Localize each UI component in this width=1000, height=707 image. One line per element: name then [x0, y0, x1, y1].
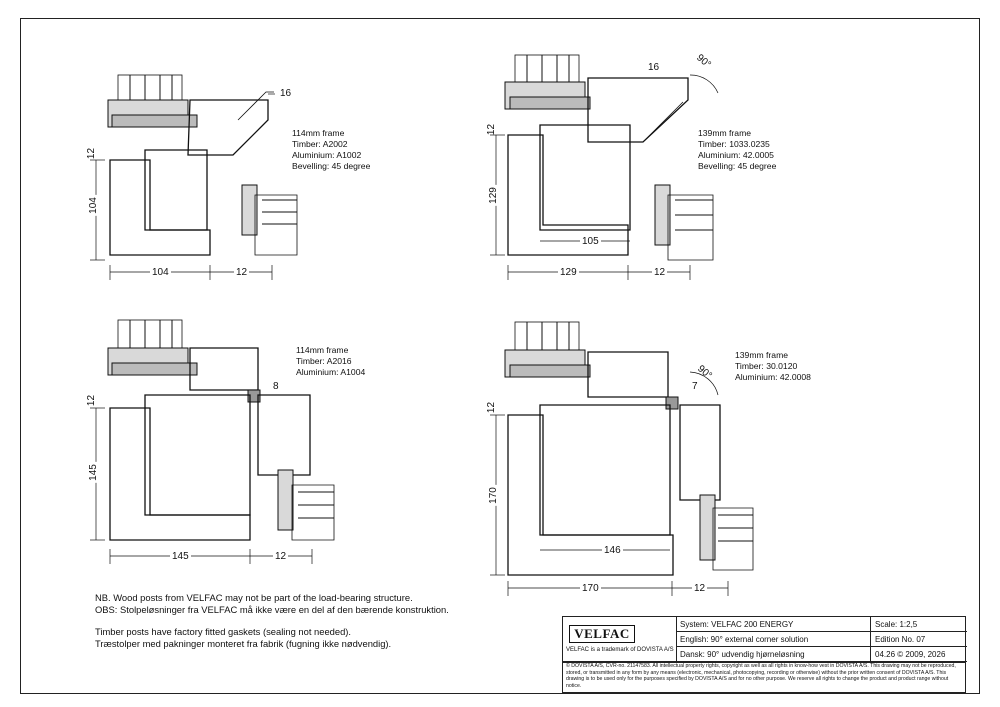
english-field: English: 90° external corner solution — [677, 632, 870, 647]
d4-frame: 139mm frame — [735, 350, 789, 360]
edition-field: Edition No. 07 — [870, 632, 967, 647]
d2-dim-horizontal-small: 12 — [652, 267, 668, 278]
d1-dim-horizontal-small: 12 — [234, 267, 250, 278]
d4-dim-gap: 7 — [692, 381, 698, 392]
legal-text: © DOVISTA A/S, CVR-no. 21147583. All int… — [566, 663, 956, 689]
note-load-bearing-en: NB. Wood posts from VELFAC may not be pa… — [95, 592, 413, 603]
title-block: VELFAC VELFAC is a trademark of DOVISTA … — [562, 616, 967, 693]
d1-dim-horizontal: 104 — [150, 267, 171, 278]
d3-dim-horizontal: 145 — [170, 551, 191, 562]
scale-field: Scale: 1:2,5 — [870, 617, 967, 632]
d4-dim-horizontal: 170 — [580, 583, 601, 594]
detail-139-square — [490, 321, 754, 596]
d2-dim-vertical-small: 12 — [486, 123, 498, 136]
d1-dim-top: 16 — [280, 88, 292, 99]
d3-timber: Timber: A2016 — [296, 356, 352, 366]
d3-dim-vertical-small: 12 — [86, 394, 98, 407]
detail-139-bevelled — [490, 54, 719, 280]
d1-frame: 114mm frame — [292, 128, 345, 138]
drawing-sheet — [20, 18, 980, 694]
d1-timber: Timber: A2002 — [292, 139, 348, 149]
note-gaskets-en: Timber posts have factory fitted gaskets… — [95, 626, 352, 637]
logo-cell: VELFAC VELFAC is a trademark of DOVISTA … — [563, 617, 677, 662]
d1-dim-vertical: 104 — [87, 195, 99, 216]
d3-frame: 114mm frame — [296, 345, 349, 355]
note-load-bearing-da: OBS: Stolpeløsninger fra VELFAC må ikke … — [95, 604, 449, 615]
note-gaskets-da: Træstolper med pakninger monteret fra fa… — [95, 638, 392, 649]
velfac-logo: VELFAC — [569, 625, 635, 643]
detail-114-bevelled — [90, 74, 298, 280]
d4-dim-horizontal-small: 12 — [692, 583, 708, 594]
d3-dim-gap: 8 — [273, 381, 279, 392]
d1-aluminium: Aluminium: A1002 — [292, 150, 362, 160]
d2-dim-vertical: 129 — [487, 185, 499, 206]
d4-dim-inner: 146 — [602, 545, 623, 556]
d3-dim-horizontal-small: 12 — [273, 551, 289, 562]
d2-bevelling: Bevelling: 45 degree — [698, 161, 777, 171]
d2-dim-horizontal: 129 — [558, 267, 579, 278]
dansk-field: Dansk: 90° udvendig hjørneløsning — [677, 647, 870, 662]
d4-dim-vertical-small: 12 — [486, 401, 498, 414]
d4-aluminium: Aluminium: 42.0008 — [735, 372, 811, 382]
system-field: System: VELFAC 200 ENERGY — [677, 617, 870, 632]
d2-dim-inner: 105 — [580, 236, 601, 247]
d2-frame: 139mm frame — [698, 128, 752, 138]
d4-dim-vertical: 170 — [487, 485, 499, 506]
d3-aluminium: Aluminium: A1004 — [296, 367, 366, 377]
d1-bevelling: Bevelling: 45 degree — [292, 161, 371, 171]
d3-dim-vertical: 145 — [87, 462, 99, 483]
d1-dim-vertical-small: 12 — [86, 147, 98, 160]
date-field: 04.26 © 2009, 2026 — [870, 647, 967, 662]
d2-dim-top: 16 — [648, 62, 660, 73]
d2-timber: Timber: 1033.0235 — [698, 139, 770, 149]
trademark-text: VELFAC is a trademark of DOVISTA A/S — [566, 647, 674, 653]
d4-timber: Timber: 30.0120 — [735, 361, 798, 371]
detail-114-square — [90, 319, 335, 564]
d2-aluminium: Aluminium: 42.0005 — [698, 150, 774, 160]
